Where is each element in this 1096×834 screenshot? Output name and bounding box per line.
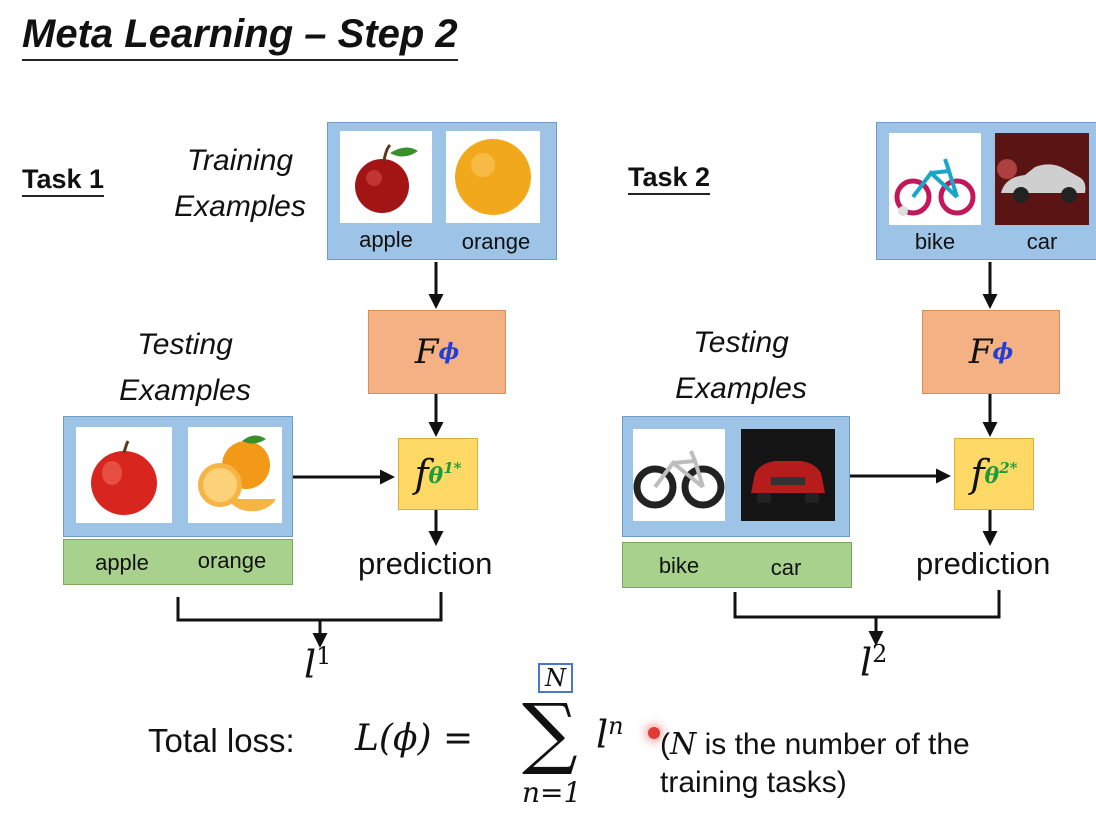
task1-prediction: prediction bbox=[358, 546, 493, 581]
caption-car: car bbox=[1026, 229, 1058, 254]
bike-image bbox=[889, 133, 981, 225]
f-symbol: f bbox=[414, 452, 429, 496]
total-loss-note: (N is the number of the training tasks) bbox=[660, 727, 970, 799]
pointer-dot bbox=[648, 727, 660, 739]
task2-testing-examples bbox=[622, 416, 850, 537]
total-loss-label: Total loss: bbox=[148, 722, 295, 759]
task1-training-label: Training Examples bbox=[174, 144, 306, 223]
caption-apple: apple bbox=[359, 227, 413, 252]
caption-bike: bike bbox=[914, 229, 956, 254]
F-symbol: F bbox=[414, 332, 439, 372]
f-symbol: f bbox=[970, 452, 985, 496]
sum-upper-limit: N bbox=[538, 663, 573, 693]
task2-testing-label: Testing Examples bbox=[675, 326, 807, 405]
task2-loss: l2 bbox=[860, 640, 888, 685]
task1-loss: l1 bbox=[304, 642, 332, 687]
phi-subscript: ϕ bbox=[992, 339, 1014, 365]
task1-testing-labels: apple orange bbox=[63, 539, 293, 585]
phi-subscript: ϕ bbox=[438, 339, 460, 365]
sum-term: ln bbox=[596, 712, 624, 757]
task2-testing-labels: bike car bbox=[622, 542, 852, 588]
orange-image bbox=[188, 427, 282, 523]
page-title: Meta Learning – Step 2 bbox=[22, 12, 458, 61]
task2-prediction: prediction bbox=[916, 546, 1051, 581]
task1-testing-examples bbox=[63, 416, 293, 537]
apple-image bbox=[340, 131, 432, 223]
caption-orange: orange bbox=[461, 229, 531, 254]
bracket-1 bbox=[176, 592, 443, 622]
task2-label: Task 2 bbox=[628, 162, 711, 195]
theta-subscript: θ1* bbox=[428, 459, 462, 489]
label-bike: bike bbox=[658, 553, 700, 578]
theta-subscript: θ2* bbox=[984, 459, 1018, 489]
sum-symbol: ∑ bbox=[522, 688, 578, 778]
car-image bbox=[995, 133, 1089, 225]
apple-image bbox=[76, 427, 172, 523]
label-orange: orange bbox=[197, 548, 267, 573]
F-symbol: F bbox=[968, 332, 993, 372]
bracket-2 bbox=[733, 590, 1001, 619]
task1-training-examples: apple orange bbox=[327, 122, 557, 260]
bike-image bbox=[633, 429, 725, 521]
task1-testing-label: Testing Examples bbox=[119, 328, 251, 407]
sum-lower-limit: n=1 bbox=[522, 776, 582, 809]
label-apple: apple bbox=[95, 550, 149, 575]
task1-label: Task 1 bbox=[22, 164, 105, 197]
total-loss-lhs: L(ϕ) = bbox=[355, 718, 474, 759]
orange-image bbox=[446, 131, 540, 223]
car-image bbox=[741, 429, 835, 521]
task2-training-examples: bike car bbox=[876, 122, 1096, 260]
label-car: car bbox=[770, 555, 802, 580]
